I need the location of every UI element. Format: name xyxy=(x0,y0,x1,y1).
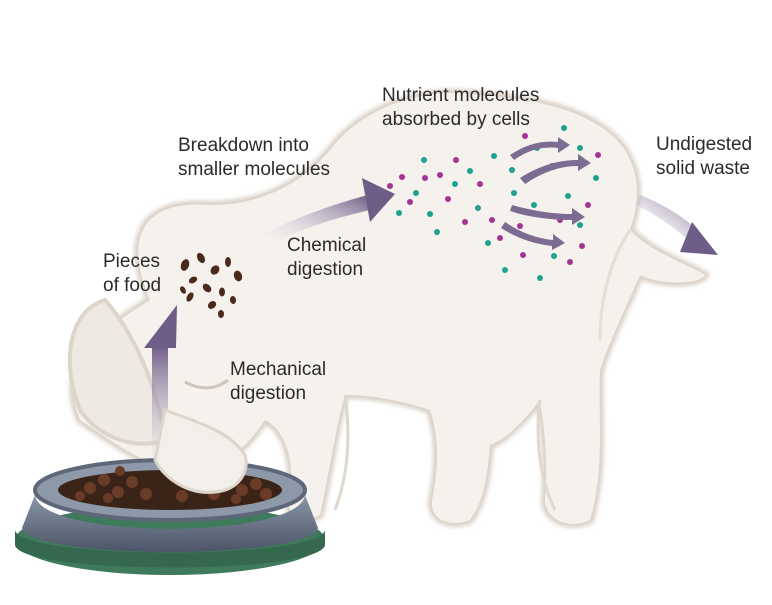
label-line: Undigested xyxy=(656,134,753,155)
nutrient-molecules xyxy=(387,125,601,281)
label-line: digestion xyxy=(230,383,307,404)
label-line: Mechanical xyxy=(230,359,327,380)
label-line: digestion xyxy=(287,259,364,280)
label-line: smaller molecules xyxy=(178,159,331,180)
label-line: of food xyxy=(103,275,162,296)
waste-arrow xyxy=(636,195,718,255)
label-line: absorbed by cells xyxy=(382,109,530,130)
label-breakdown: Breakdown into smaller molecules xyxy=(178,134,330,182)
label-line: Pieces xyxy=(103,251,161,272)
food-pieces xyxy=(180,252,243,318)
label-nutrient-absorption: Nutrient molecules absorbed by cells xyxy=(382,84,539,132)
kibble xyxy=(75,465,272,504)
dog-body xyxy=(67,88,711,528)
chemical-arrow xyxy=(255,178,395,250)
label-line: Chemical xyxy=(287,235,367,256)
label-line: Nutrient molecules xyxy=(382,85,540,106)
label-chemical-digestion: Chemical digestion xyxy=(287,234,366,282)
label-mechanical-digestion: Mechanical digestion xyxy=(230,358,326,406)
label-line: solid waste xyxy=(656,158,750,179)
dog-snout xyxy=(153,407,248,494)
label-line: Breakdown into xyxy=(178,135,309,156)
absorption-arrows xyxy=(501,137,591,250)
label-undigested-waste: Undigested solid waste xyxy=(656,133,752,181)
label-pieces-of-food: Pieces of food xyxy=(103,250,161,298)
